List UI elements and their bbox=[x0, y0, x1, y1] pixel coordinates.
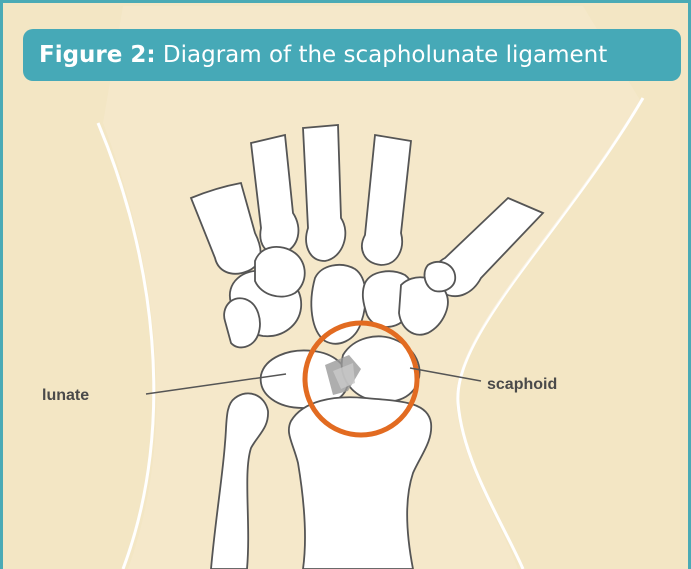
figure-caption: Figure 2: Diagram of the scapholunate li… bbox=[23, 29, 681, 81]
pisiform bbox=[424, 262, 455, 292]
metacarpal-3 bbox=[303, 125, 345, 261]
figure-caption-text: Diagram of the scapholunate ligament bbox=[163, 42, 607, 68]
lunate-label: lunate bbox=[42, 387, 89, 404]
capitate bbox=[311, 265, 365, 344]
wrist-diagram: lunate scaphoid bbox=[3, 3, 691, 569]
scaphoid-label: scaphoid bbox=[487, 376, 557, 393]
trapezium-distal bbox=[224, 298, 260, 347]
figure-caption-label: Figure 2: bbox=[39, 42, 156, 68]
trapezoid bbox=[255, 247, 305, 297]
